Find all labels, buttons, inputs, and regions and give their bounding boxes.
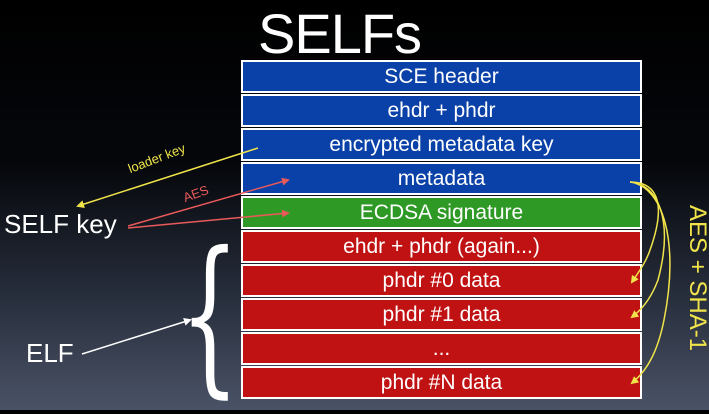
block-phdr-0-data: phdr #0 data (241, 264, 642, 297)
self-key-label: SELF key (4, 209, 117, 239)
block-ehdr-phdr-again: ehdr + phdr (again...) (241, 230, 642, 263)
metadata-arrow-phdr-0 (629, 181, 666, 319)
aes-arrow-metadata (127, 177, 290, 227)
page-title: SELFs (258, 2, 422, 65)
block-sce-header: SCE header (241, 60, 642, 93)
block-ehdr-phdr: ehdr + phdr (241, 94, 642, 127)
block-ecdsa-signature: ECDSA signature (241, 196, 642, 229)
block-phdr-n-data: phdr #N data (241, 366, 642, 399)
loader-key-arrow (76, 147, 259, 208)
elf-arrow (81, 317, 192, 355)
aes-sha1-label: AES + SHA-1 (684, 205, 709, 352)
metadata-arrow-phdr-again (629, 181, 660, 284)
aes-arrow-ecdsa (127, 209, 290, 229)
block-encrypted-metadata-key: encrypted metadata key (241, 128, 642, 161)
elf-label: ELF (26, 338, 74, 368)
block-metadata: metadata (241, 162, 642, 195)
block-ellipsis: ... (241, 332, 642, 365)
elf-brace-icon: { (180, 216, 240, 414)
self-structure-stack: SCE header ehdr + phdr encrypted metadat… (241, 60, 642, 404)
block-phdr-1-data: phdr #1 data (241, 298, 642, 331)
metadata-arrow-phdr-n (629, 181, 671, 385)
